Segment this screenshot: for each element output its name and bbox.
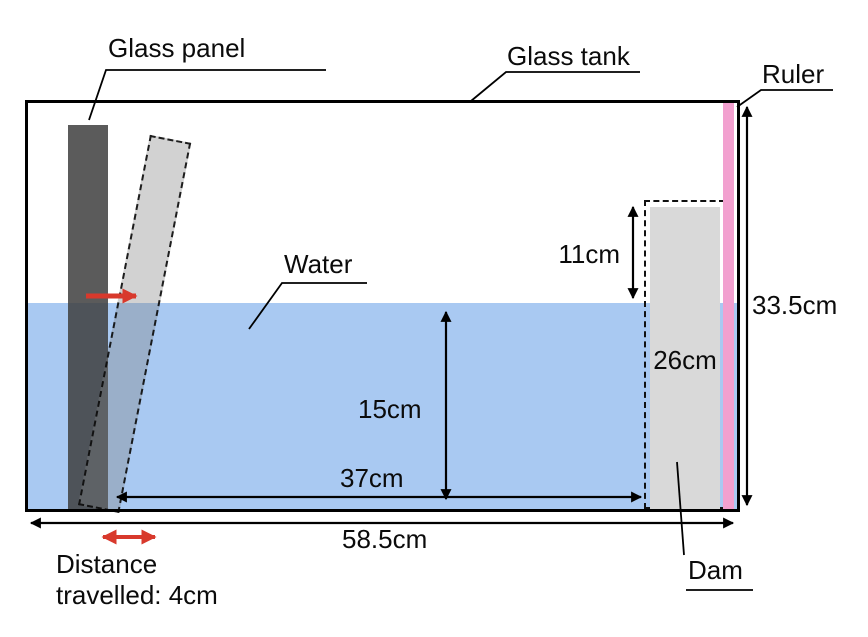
measure-label-58-5cm: 58.5cm: [342, 524, 428, 554]
distance-travelled-label-line1: Distance: [56, 549, 158, 579]
glass-panel-label: Glass panel: [108, 33, 246, 63]
distance-travelled-label-line2: travelled: 4cm: [56, 580, 218, 610]
measure-label-26cm: 26cm: [653, 345, 717, 375]
dam-block: [650, 207, 720, 509]
ruler-label: Ruler: [762, 59, 825, 89]
measure-label-37cm: 37cm: [340, 463, 404, 493]
water-area: [28, 303, 737, 509]
dam-label: Dam: [688, 555, 743, 585]
glass-panel: [68, 125, 108, 509]
measure-label-11cm: 11cm: [558, 239, 620, 269]
glass-tank-border: [25, 100, 740, 512]
water-label: Water: [284, 249, 353, 279]
measure-label-33-5cm: 33.5cm: [752, 290, 838, 320]
measure-label-15cm: 15cm: [358, 394, 422, 424]
glass-tank-label: Glass tank: [507, 41, 630, 71]
glass-tank-callout-line: [470, 71, 640, 102]
ruler-callout-line: [736, 89, 833, 108]
ruler-strip: [723, 103, 734, 509]
